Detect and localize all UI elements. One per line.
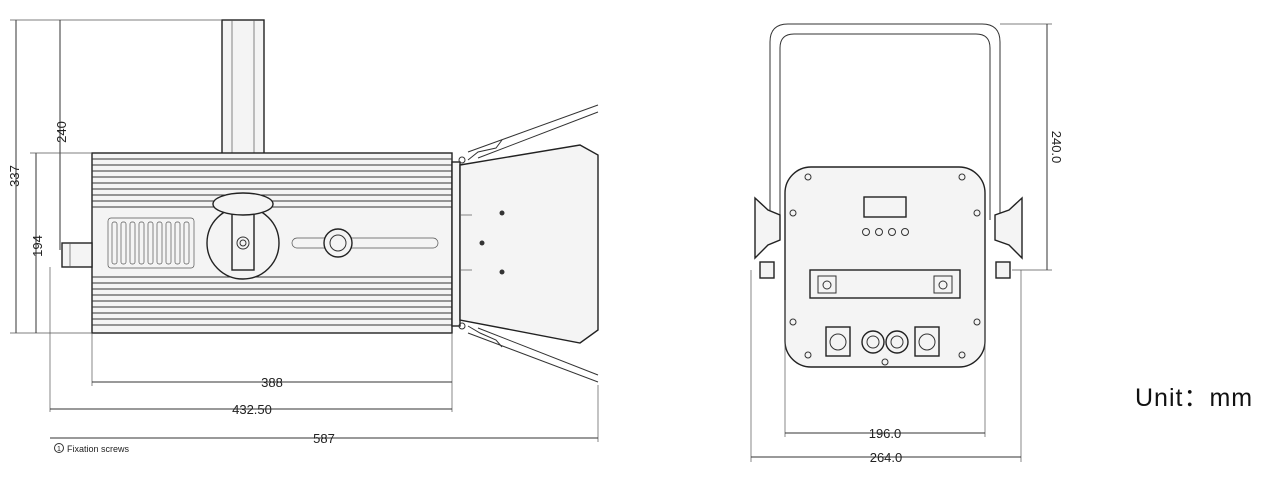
barn-door [459,144,599,344]
dim-front-outer-width: 264.0 [870,450,903,465]
barn-door-leaves [467,104,599,383]
dim-length-no-doors: 432.50 [232,402,272,417]
side-dimensions: 337 240 194 388 432.50 587 [7,19,599,446]
fixation-legend: 1 Fixation screws [54,443,130,454]
rear-connector [61,242,93,268]
legend-marker: 1 [57,446,61,453]
dim-body-length: 388 [261,375,283,390]
front-screws [789,173,981,366]
dim-front-inner-width: 196.0 [869,426,902,441]
left-knob [754,196,781,260]
front-yoke [769,23,1001,230]
front-view [754,23,1023,368]
front-housing [784,166,986,368]
front-buttons [862,228,909,236]
side-view [61,19,599,383]
yoke-clamp [212,192,274,216]
dim-top-height: 240 [54,121,69,143]
front-connectors [825,326,940,357]
right-knob [994,196,1023,260]
fixation-screws-label: Fixation screws [67,444,130,454]
dim-total-height: 337 [7,165,22,187]
zoom-knob [323,228,353,258]
dim-body-height: 194 [30,235,45,257]
dim-total-length: 587 [313,431,335,446]
front-display [863,196,907,218]
front-handle-bar [809,269,961,299]
bottom-fins [92,282,452,326]
zoom-slider-track [291,237,439,249]
vent-slots [107,217,195,269]
dim-front-height: 240.0 [1049,131,1064,164]
front-dimensions: 240.0 196.0 264.0 [750,23,1064,465]
unit-label: Unit：mm [1135,384,1253,412]
